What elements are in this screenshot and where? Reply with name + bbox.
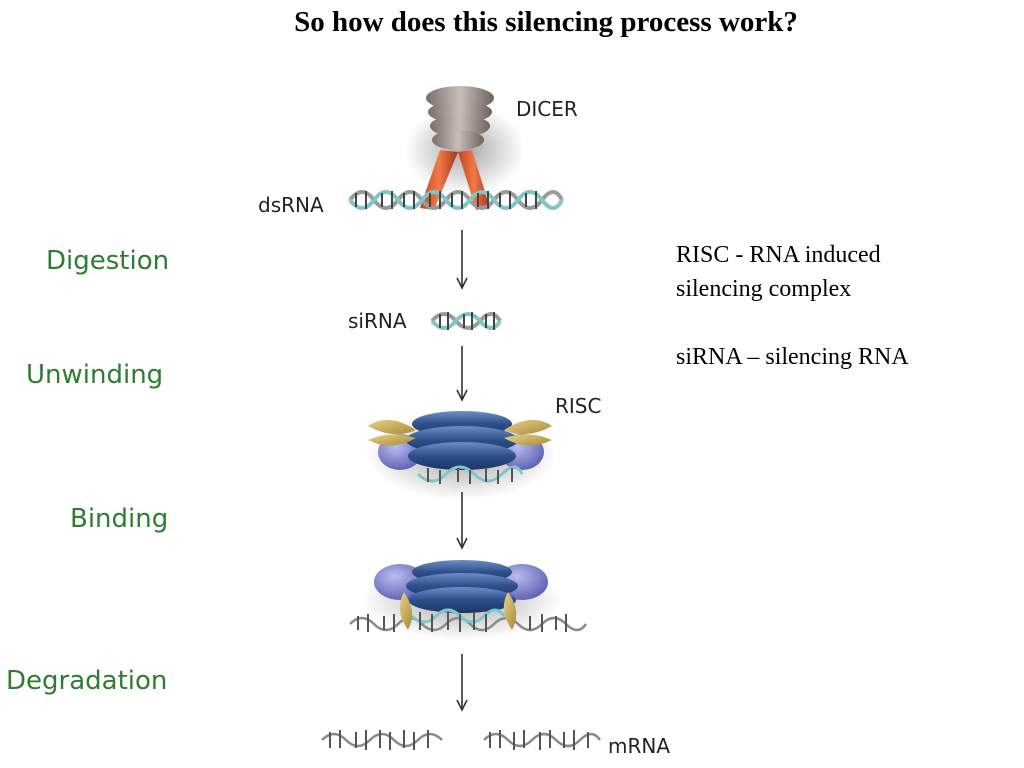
dicer-label: DICER <box>516 97 578 121</box>
sirna-definition: siRNA – silencing RNA <box>676 344 909 370</box>
risc-complex-illustration <box>367 410 557 500</box>
step-unwinding: Unwinding <box>26 360 164 390</box>
mrna-fragment-left <box>321 730 443 750</box>
mrna-label: mRNA <box>608 734 671 758</box>
risc-mrna-binding-illustration <box>349 560 588 640</box>
sirna-helix <box>430 312 502 330</box>
arrow-degradation <box>456 654 468 712</box>
dsrna-label: dsRNA <box>258 193 324 217</box>
arrow-unwinding <box>456 346 468 402</box>
sirna-label: siRNA <box>348 309 407 333</box>
dicer-enzyme-illustration <box>405 86 525 210</box>
arrow-binding <box>456 492 468 550</box>
mrna-fragment-right <box>483 730 602 750</box>
risc-definition-line2: silencing complex <box>676 276 852 302</box>
dsrna-helix <box>348 190 564 210</box>
risc-definition-line1: RISC - RNA induced <box>676 242 881 268</box>
arrow-digestion <box>456 230 468 290</box>
step-degradation: Degradation <box>6 666 168 696</box>
page-title: So how does this silencing process work? <box>294 6 798 38</box>
step-binding: Binding <box>70 504 169 534</box>
step-digestion: Digestion <box>46 246 170 276</box>
risc-label: RISC <box>555 394 602 418</box>
